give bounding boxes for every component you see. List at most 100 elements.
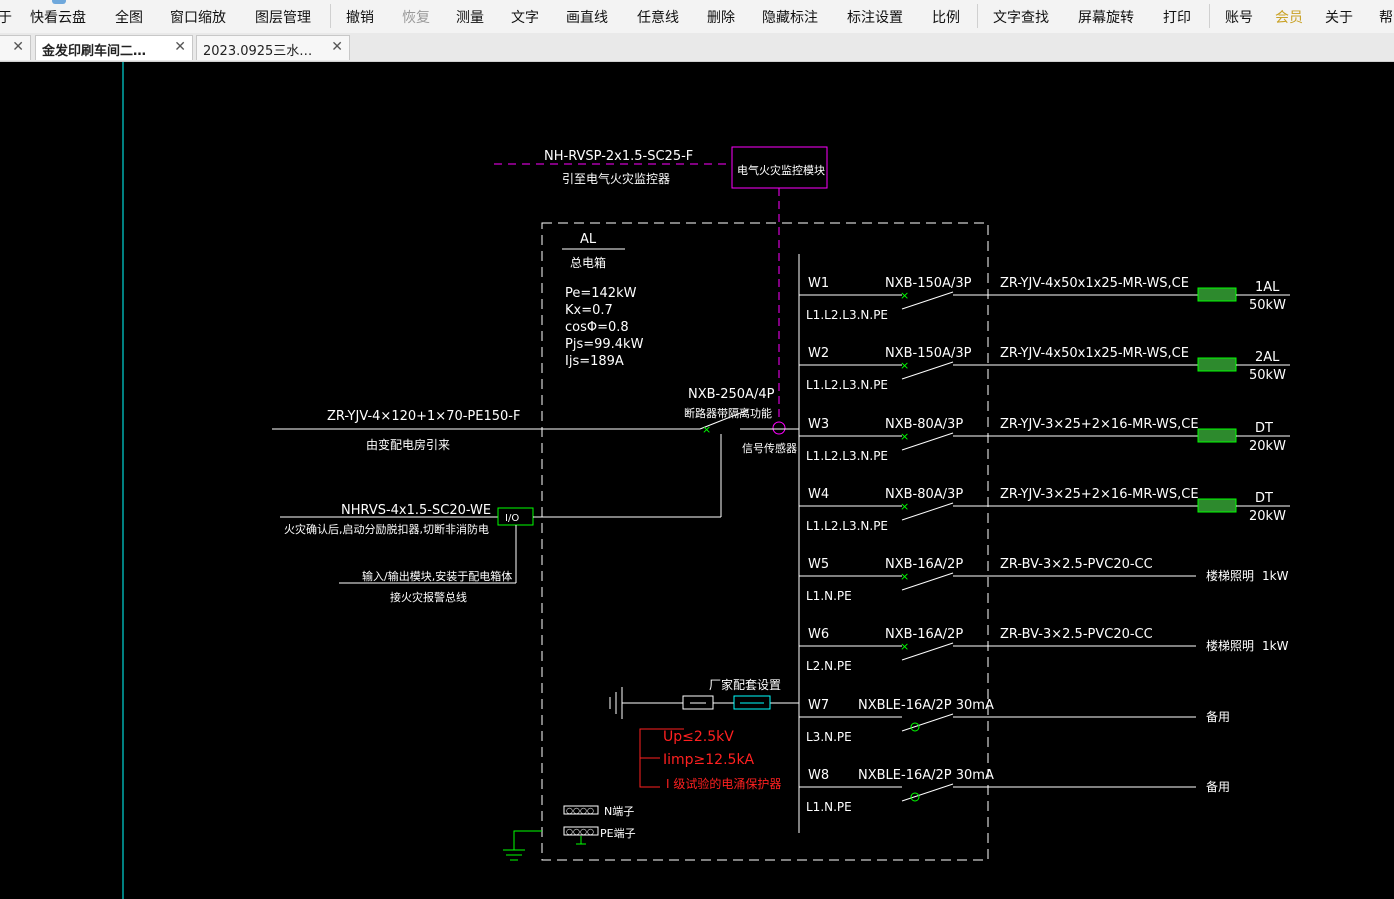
toolbar-print-button[interactable]: 打印: [1163, 10, 1191, 26]
circuit-phase: L1.L2.L3.N.PE: [806, 308, 888, 322]
toolbar-line-button[interactable]: 画直线: [566, 10, 608, 26]
panel-param: Pe=142kW: [565, 286, 637, 301]
toolbar-layer-button[interactable]: 图层管理: [255, 10, 311, 26]
circuit-id: W3: [808, 417, 829, 432]
io-module-label: I/O: [505, 513, 519, 524]
circuit-id: W7: [808, 698, 829, 713]
circuit-load-name: 楼梯照明: [1206, 638, 1254, 653]
tab-close-icon[interactable]: ✕: [331, 39, 343, 55]
circuit-load-name: 楼梯照明: [1206, 568, 1254, 583]
toolbar-annotation-settings-button[interactable]: 标注设置: [847, 10, 903, 26]
fire-link-cable: NHRVS-4x1.5-SC20-WE: [341, 503, 491, 518]
toolbar-about-button[interactable]: 关于: [1325, 10, 1353, 26]
circuit-load-power: 50kW: [1249, 298, 1286, 313]
circuit-breaker: NXB-80A/3P: [885, 487, 963, 502]
circuit-load-name: DT: [1255, 491, 1273, 506]
document-tab-bar: ✕ 金发印刷车间二… ✕ 2023.0925三水… ✕: [0, 33, 1394, 62]
toolbar-window-zoom-button[interactable]: 窗口缩放: [170, 10, 226, 26]
circuit-cable: ZR-YJV-3×25+2×16-MR-WS,CE: [1000, 417, 1199, 432]
circuit-phase: L2.N.PE: [806, 659, 852, 673]
circuit-breaker: NXB-16A/2P: [885, 557, 963, 572]
panel-subtitle: 总电箱: [570, 255, 606, 270]
circuit-breaker: NXB-150A/3P: [885, 276, 972, 291]
circuit-breaker-mark: ×: [900, 430, 909, 443]
toolbar-cloud-button[interactable]: 快看云盘: [30, 10, 86, 26]
toolbar-partial-item[interactable]: 于: [0, 7, 12, 27]
toolbar-undo-button[interactable]: 撤销: [346, 10, 374, 26]
circuit-load-box: [1197, 357, 1237, 372]
circuit-id: W5: [808, 557, 829, 572]
io-module-note: 输入/输出模块,安装于配电箱体: [362, 569, 512, 583]
spd-up-text: Up≤2.5kV: [663, 729, 734, 745]
circuit-breaker-mark: ×: [900, 570, 909, 583]
main-breaker-text: NXB-250A/4P: [688, 387, 775, 402]
circuit-phase: L1.L2.L3.N.PE: [806, 519, 888, 533]
circuit-breaker-mark: ×: [900, 500, 909, 513]
toolbar-account-button[interactable]: 账号: [1225, 10, 1253, 26]
circuit-load-name: 备用: [1206, 710, 1230, 724]
toolbar-fullview-button[interactable]: 全图: [115, 10, 143, 26]
circuit-cable: ZR-YJV-4x50x1x25-MR-WS,CE: [1000, 276, 1189, 291]
toolbar-rotate-button[interactable]: 屏幕旋转: [1078, 10, 1134, 26]
n-terminal-dots: ○○○○: [566, 806, 594, 815]
toolbar-vip-button[interactable]: 会员: [1275, 10, 1303, 26]
toolbar-find-text-button[interactable]: 文字查找: [993, 10, 1049, 26]
tab-close-icon[interactable]: ✕: [12, 39, 24, 55]
toolbar-measure-button[interactable]: 测量: [456, 10, 484, 26]
fire-monitor-box-label: 电气火灾监控模块: [737, 163, 825, 177]
circuit-load-name: 备用: [1206, 780, 1230, 794]
circuit-load-box: [1197, 428, 1237, 443]
tab-hidden[interactable]: ✕: [0, 35, 31, 60]
circuit-breaker-contact: [901, 291, 954, 310]
tab-active-drawing[interactable]: 金发印刷车间二… ✕: [35, 35, 193, 60]
n-terminal-block: [563, 805, 599, 815]
io-module-note: 接火灾报警总线: [390, 590, 467, 604]
toolbar-help-button[interactable]: 帮: [1379, 10, 1393, 26]
circuit-id: W1: [808, 276, 829, 291]
tab-label: 金发印刷车间二…: [42, 44, 147, 59]
toolbar-freeline-button[interactable]: 任意线: [637, 10, 679, 26]
panel-outline: [541, 222, 989, 861]
circuit-load-name: DT: [1255, 421, 1273, 436]
incoming-note: 由变配电房引来: [366, 437, 450, 452]
circuit-phase: L1.N.PE: [806, 800, 852, 814]
tab-label: 2023.0925三水…: [203, 44, 313, 59]
fire-link-note: 火灾确认后,启动分励脱扣器,切断非消防电: [284, 522, 489, 536]
circuit-cable: ZR-BV-3×2.5-PVC20-CC: [1000, 627, 1153, 642]
toolbar-text-button[interactable]: 文字: [511, 10, 539, 26]
pe-terminal-block: [563, 826, 599, 836]
circuit-load-power: 20kW: [1249, 439, 1286, 454]
circuit-breaker: NXBLE-16A/2P 30mA: [858, 768, 994, 783]
circuit-load-power: 1kW: [1262, 569, 1289, 583]
main-breaker-mark: ×: [702, 423, 711, 436]
drawing-canvas[interactable]: NH-RVSP-2x1.5-SC25-F 引至电气火灾监控器 电气火灾监控模块 …: [0, 62, 1394, 899]
toolbar-redo-button[interactable]: 恢复: [402, 10, 430, 26]
circuit-rcd-mark: [910, 792, 920, 802]
panel-param: Kx=0.7: [565, 303, 613, 318]
circuit-breaker-contact: [901, 713, 954, 732]
main-breaker-contact: [699, 409, 749, 430]
circuit-phase: L1.L2.L3.N.PE: [806, 378, 888, 392]
tab-drawing[interactable]: 2023.0925三水… ✕: [196, 35, 350, 60]
toolbar-scale-button[interactable]: 比例: [932, 10, 960, 26]
toolbar-separator: [977, 4, 978, 28]
incoming-cable-text: ZR-YJV-4×120+1×70-PE150-F: [327, 409, 520, 424]
circuit-breaker-contact: [901, 502, 954, 521]
circuit-load-box: [1197, 498, 1237, 513]
circuit-load-name: 2AL: [1255, 350, 1280, 365]
circuit-id: W2: [808, 346, 829, 361]
circuit-cable: ZR-BV-3×2.5-PVC20-CC: [1000, 557, 1153, 572]
circuit-breaker: NXB-150A/3P: [885, 346, 972, 361]
main-toolbar: 于 快看云盘 全图 窗口缩放 图层管理 撤销 恢复 测量 文字 画直线 任意线 …: [0, 0, 1394, 34]
toolbar-delete-button[interactable]: 删除: [707, 10, 735, 26]
tab-close-icon[interactable]: ✕: [174, 39, 186, 55]
signal-sensor-label: 信号传感器: [742, 442, 797, 455]
circuit-phase: L1.L2.L3.N.PE: [806, 449, 888, 463]
circuit-load-name: 1AL: [1255, 280, 1280, 295]
main-breaker-note: 断路器带隔离功能: [684, 406, 772, 420]
panel-param: Ijs=189A: [565, 354, 624, 369]
toolbar-hide-annotation-button[interactable]: 隐藏标注: [762, 10, 818, 26]
circuit-id: W6: [808, 627, 829, 642]
circuit-breaker-mark: ×: [900, 640, 909, 653]
circuit-id: W4: [808, 487, 829, 502]
